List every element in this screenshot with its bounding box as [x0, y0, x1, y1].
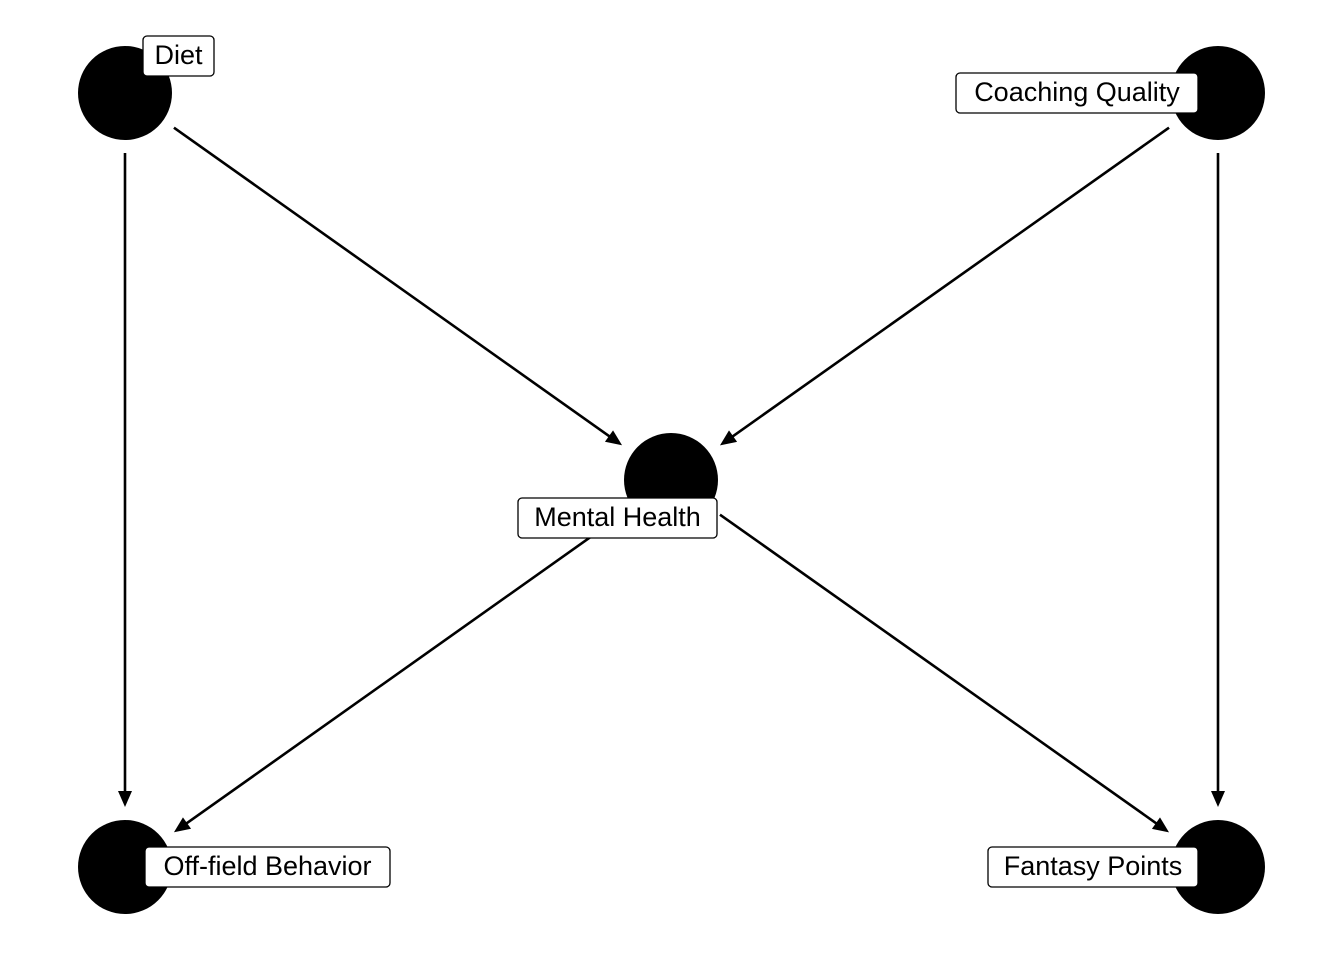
- nodes-layer: [78, 46, 1265, 914]
- label-box: [955, 72, 1199, 114]
- node-coaching: [1171, 46, 1265, 140]
- node-label-text: Diet: [154, 40, 203, 70]
- node-offfield: [78, 820, 172, 914]
- arrowhead-icon: [1211, 791, 1225, 807]
- node-label-offfield: Off-field Behavior: [144, 846, 391, 888]
- edge-coaching-to-fantasy: [1211, 153, 1225, 807]
- label-box: [987, 846, 1199, 888]
- edges-layer: [118, 126, 1225, 833]
- node-label-coaching: Coaching Quality: [955, 72, 1199, 114]
- edge-diet-to-mental: [173, 126, 623, 446]
- edge-diet-to-offfield: [118, 153, 132, 807]
- arrowhead-icon: [604, 430, 623, 446]
- label-box: [517, 497, 718, 539]
- node-label-text: Mental Health: [534, 502, 701, 532]
- node-label-text: Off-field Behavior: [163, 851, 371, 881]
- edge-line: [730, 126, 1170, 439]
- label-box: [142, 35, 215, 77]
- arrowhead-icon: [118, 791, 132, 807]
- node-label-text: Fantasy Points: [1004, 851, 1183, 881]
- edge-line: [184, 513, 623, 826]
- arrowhead-icon: [719, 430, 738, 446]
- edge-mental-to-offfield: [173, 513, 623, 833]
- node-label-text: Coaching Quality: [974, 77, 1180, 107]
- edge-line: [173, 126, 612, 439]
- arrowhead-icon: [1151, 817, 1170, 833]
- node-label-diet: Diet: [142, 35, 215, 77]
- edge-line: [719, 513, 1159, 826]
- edge-mental-to-fantasy: [719, 513, 1170, 833]
- node-label-fantasy: Fantasy Points: [987, 846, 1199, 888]
- label-box: [144, 846, 391, 888]
- edge-coaching-to-mental: [719, 126, 1170, 446]
- node-fantasy: [1171, 820, 1265, 914]
- node-label-mental: Mental Health: [517, 497, 718, 539]
- arrowhead-icon: [173, 817, 192, 833]
